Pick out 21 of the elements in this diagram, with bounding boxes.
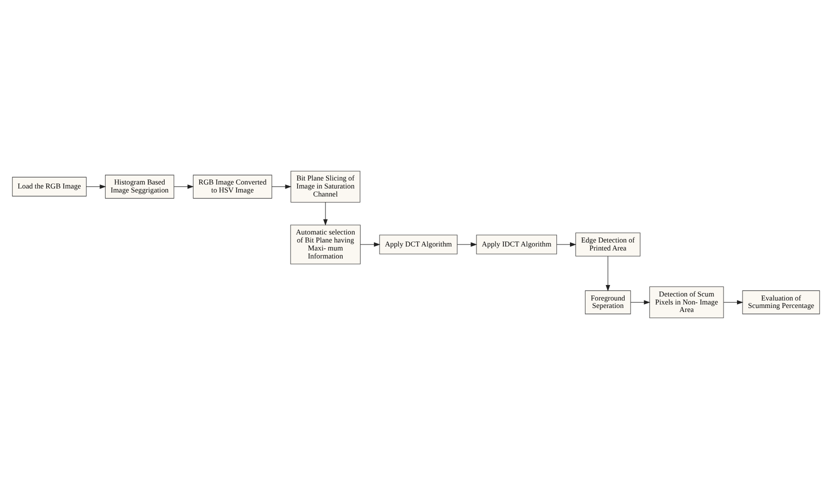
node-box: Foreground Seperation — [584, 290, 630, 314]
arrow — [322, 202, 328, 226]
node-box: Automatic selection of Bit Plane having Maxi- mum Information — [290, 224, 360, 264]
arrow — [173, 184, 194, 188]
node-box: Evaluation of Scumming Percentage — [742, 290, 820, 314]
node-box: Detection of Scum Pixels in Non- Image Area — [648, 286, 724, 318]
node-box: Bit Plane Slicing of Image in Saturation Channel — [290, 170, 360, 202]
arrow — [86, 184, 106, 188]
arrow — [722, 300, 743, 304]
node-box: Histogram Based Image Seggrigation — [104, 174, 174, 198]
node-box: Edge Detection of Printed Area — [574, 232, 640, 256]
arrow — [271, 184, 292, 188]
node-box: Apply IDCT Algorithm — [476, 234, 556, 254]
arrow — [556, 242, 576, 246]
arrow — [456, 242, 477, 246]
node-box: Load the RGB Image — [12, 176, 86, 196]
arrow — [360, 242, 380, 246]
node-box: Apply DCT Algorithm — [378, 234, 457, 254]
node-box: RGB Image Converted to HSV Image — [192, 174, 272, 198]
arrow — [605, 255, 610, 291]
arrow — [630, 300, 650, 304]
